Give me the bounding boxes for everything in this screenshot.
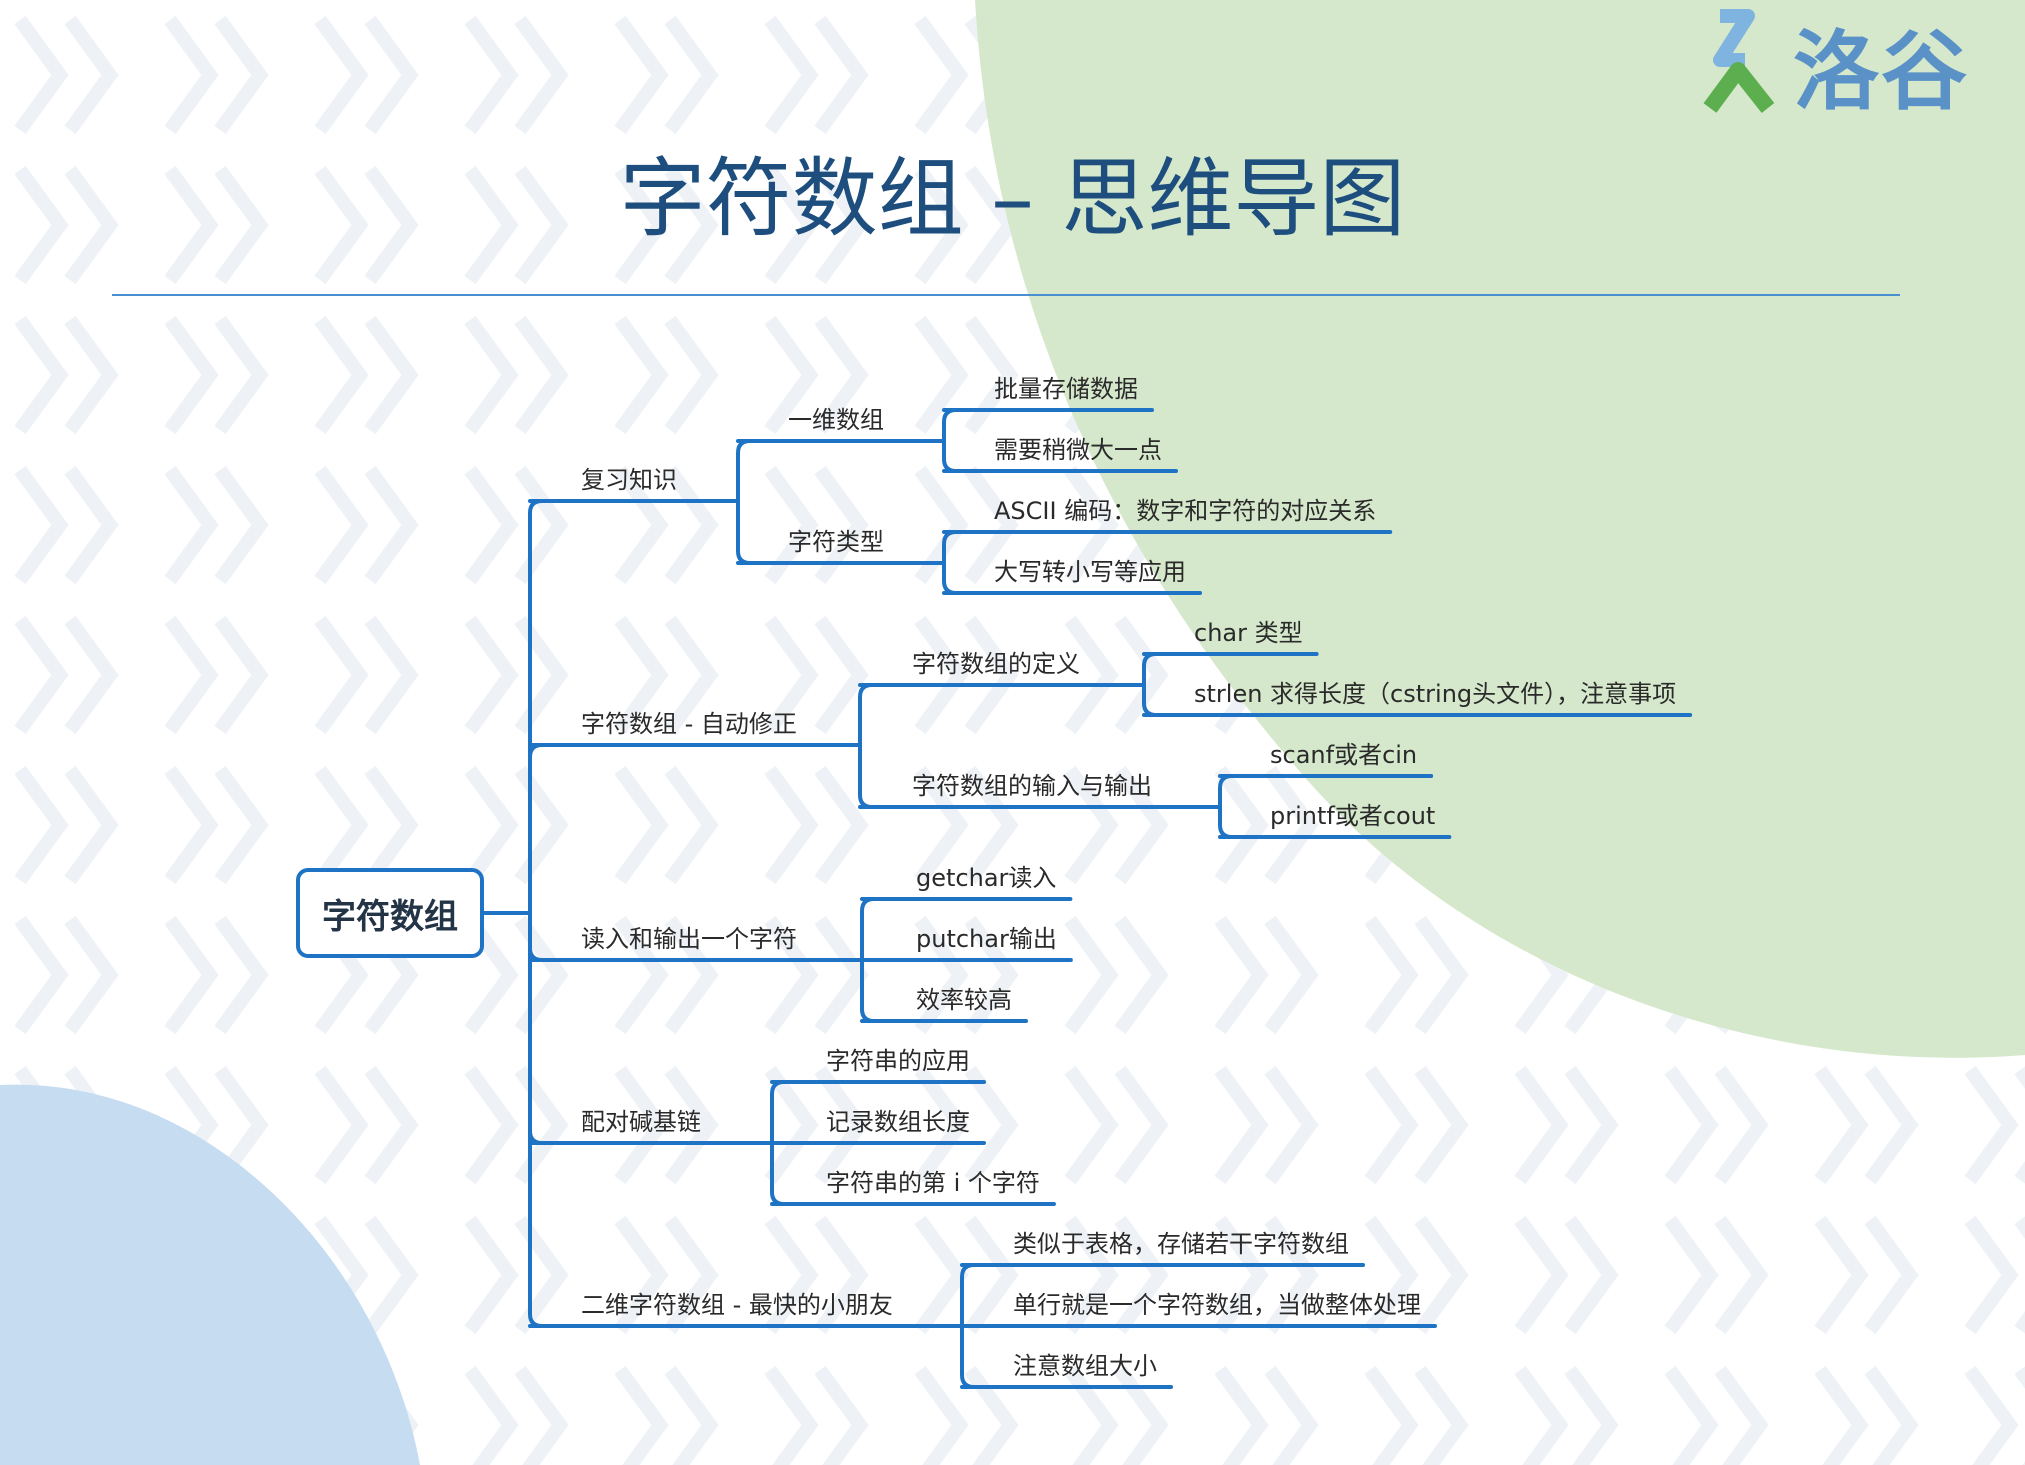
node-char-array-io-bracket-link-0 (1218, 774, 1234, 809)
luogu-logo-icon (1703, 9, 1775, 113)
branch-read-write-char-bracket-link-2 (860, 958, 876, 1023)
title-divider (112, 294, 1900, 296)
branch-2d-char-array[interactable]: 二维字符数组 - 最快的小朋友 (581, 1291, 893, 1319)
luogu-logo: 洛谷 (1690, 8, 1969, 122)
green-blob (975, 0, 2025, 1058)
branch-2d-char-array-bracket-link-2 (960, 1324, 976, 1389)
leaf-slightly-larger[interactable]: 需要稍微大一点 (994, 436, 1162, 464)
node-getchar[interactable]: getchar读入 (916, 864, 1057, 892)
root-bracket-link-4 (528, 911, 544, 1328)
branch-char-array-autocorrect-bracket-link-0 (858, 683, 874, 747)
branch-read-write-char[interactable]: 读入和输出一个字符 (581, 925, 797, 953)
node-single-row[interactable]: 单行就是一个字符数组，当做整体处理 (1013, 1291, 1421, 1319)
node-1d-array-bracket-link-1 (942, 439, 958, 473)
branch-review-knowledge-bracket-link-1 (736, 499, 752, 565)
blue-blob (0, 1084, 420, 1465)
leaf-printf-cout[interactable]: printf或者cout (1270, 802, 1436, 830)
node-1d-array[interactable]: 一维数组 (788, 406, 884, 434)
page-title: 字符数组 – 思维导图 (619, 149, 1406, 249)
node-char-array-definition-bracket-link-0 (1142, 652, 1158, 687)
node-like-table[interactable]: 类似于表格，存储若干字符数组 (1013, 1230, 1349, 1258)
node-array-size[interactable]: 注意数组大小 (1013, 1352, 1157, 1380)
node-char-type-bracket-link-1 (942, 561, 958, 595)
branch-char-array-autocorrect[interactable]: 字符数组 - 自动修正 (581, 710, 797, 738)
root-label: 字符数组 (322, 896, 458, 937)
node-char-array-definition[interactable]: 字符数组的定义 (912, 650, 1080, 678)
node-1d-array-bracket-link-0 (942, 408, 958, 443)
leaf-batch-storage[interactable]: 批量存储数据 (994, 375, 1138, 403)
leaf-ascii-encoding[interactable]: ASCII 编码：数字和字符的对应关系 (994, 497, 1377, 525)
leaf-case-conversion[interactable]: 大写转小写等应用 (994, 558, 1186, 586)
node-record-length[interactable]: 记录数组长度 (826, 1108, 970, 1136)
branch-review-knowledge-bracket-link-0 (736, 439, 752, 503)
node-char-array-io-bracket-link-1 (1218, 805, 1234, 839)
leaf-char-type[interactable]: char 类型 (1194, 619, 1303, 647)
branch-2d-char-array-bracket-link-0 (960, 1263, 976, 1328)
branch-read-write-char-bracket-link-0 (860, 897, 876, 962)
root-bracket-link-1 (528, 743, 544, 915)
node-char-type-bracket-link-0 (942, 530, 958, 565)
leaf-scanf-cin[interactable]: scanf或者cin (1270, 741, 1418, 769)
node-char-type[interactable]: 字符类型 (788, 528, 884, 556)
root-bracket-link-0 (528, 499, 544, 915)
node-high-efficiency[interactable]: 效率较高 (916, 986, 1012, 1014)
branch-base-pairing-bracket-link-2 (770, 1141, 786, 1206)
node-char-array-definition-bracket-link-1 (1142, 683, 1158, 717)
node-ith-char[interactable]: 字符串的第 i 个字符 (826, 1169, 1040, 1197)
node-putchar[interactable]: putchar输出 (916, 925, 1057, 953)
leaf-strlen[interactable]: strlen 求得长度（cstring头文件），注意事项 (1194, 680, 1677, 708)
branch-base-pairing[interactable]: 配对碱基链 (581, 1108, 701, 1136)
mindmap-root-node[interactable]: 字符数组 (296, 868, 484, 958)
logo-text: 洛谷 (1793, 21, 1969, 122)
node-string-usage[interactable]: 字符串的应用 (826, 1047, 970, 1075)
branch-review-knowledge[interactable]: 复习知识 (581, 466, 677, 494)
branch-base-pairing-bracket-link-0 (770, 1080, 786, 1145)
node-char-array-io[interactable]: 字符数组的输入与输出 (912, 772, 1152, 800)
branch-char-array-autocorrect-bracket-link-1 (858, 743, 874, 809)
